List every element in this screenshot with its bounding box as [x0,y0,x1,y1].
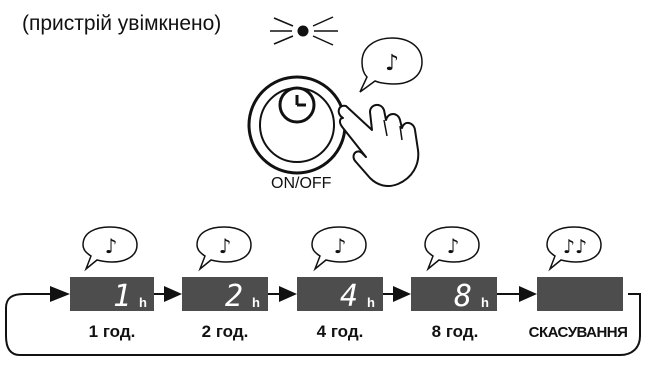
button-sound-bubble: ♪ [359,37,423,93]
arrow-right-icon [279,286,297,302]
display-4h: 4 h [297,277,383,314]
timer-button[interactable] [247,75,347,175]
arrow-right-icon [50,286,70,302]
arrow-right-icon [393,286,411,302]
display-digit: 4 [340,279,358,314]
display-1h: 1 h [70,277,154,314]
step-sound-bubbles: ♪ ♪ ♪ ♪ ♪♪ [82,226,602,272]
step-label-4h: 4 год. [316,322,364,341]
on-off-label: ON/OFF [271,175,332,192]
display-unit: h [139,295,147,310]
step-label-2h: 2 год. [201,322,249,341]
step-label-1h: 1 год. [88,322,136,341]
clock-icon [278,86,316,124]
step-label-cancel: СКАСУВАННЯ [528,324,628,341]
step-1-sound-bubble: ♪ [82,226,138,272]
timer-displays: 1 h 2 h 4 h 8 h [70,277,623,314]
power-lamp-icon [270,16,338,46]
step-2-sound-bubble: ♪ [196,226,252,272]
display-unit: h [481,295,489,310]
display-digit: 1 [113,279,131,314]
display-2h: 2 h [182,277,268,314]
display-cancel [537,277,623,311]
note-icon: ♪ [105,234,118,258]
note-icon: ♪ [219,234,232,258]
arrowheads [50,286,537,302]
arrow-right-icon [164,286,182,302]
display-unit: h [367,295,375,310]
display-unit: h [252,295,260,310]
power-status-text: (пристрій увімкнено) [22,12,222,35]
arrow-right-icon [519,286,537,302]
pressing-hand-icon [337,104,420,187]
sequence-arrows [5,293,641,356]
step-label-8h: 8 год. [431,322,479,341]
display-digit: 2 [225,279,243,314]
step-3-sound-bubble: ♪ [311,226,367,272]
note-icon: ♪ [447,234,460,258]
display-digit: 8 [454,279,472,314]
double-note-icon: ♪♪ [563,236,587,258]
step-5-sound-bubble: ♪♪ [546,226,602,272]
note-icon: ♪ [334,234,347,258]
step-4-sound-bubble: ♪ [424,226,480,272]
note-icon: ♪ [385,51,399,76]
display-8h: 8 h [411,277,497,314]
